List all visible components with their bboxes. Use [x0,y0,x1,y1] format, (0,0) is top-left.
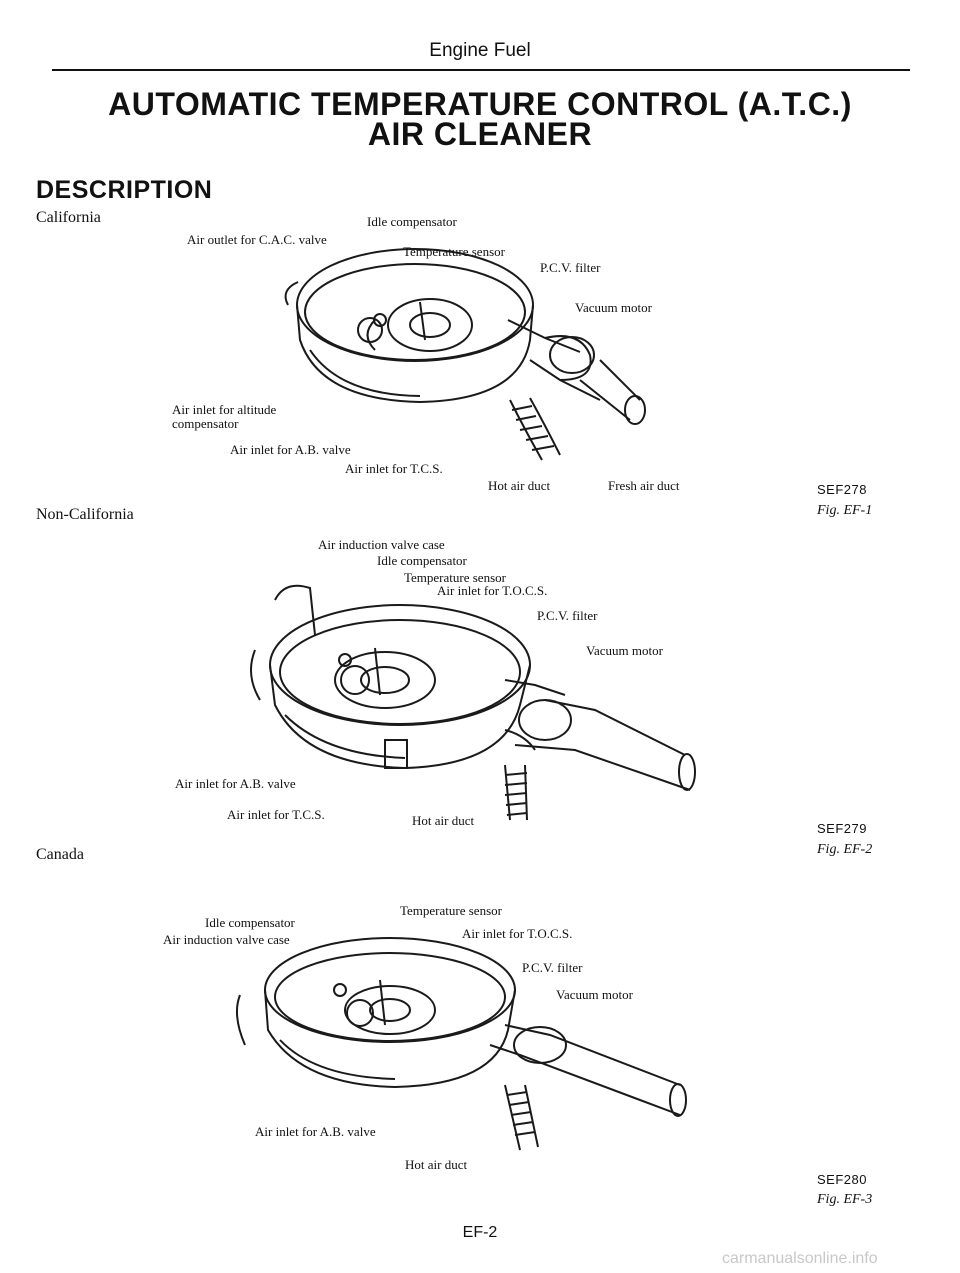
label-temperature-sensor: Temperature sensor [403,244,505,259]
air-cleaner-illustration-canada [235,937,687,1151]
figure-ref-ef3: Fig. EF-3 [817,1192,873,1207]
label-vacuum-motor: Vacuum motor [556,987,633,1002]
air-cleaner-illustration-non-california [250,584,696,821]
label-air-inlet-ab: Air inlet for A.B. valve [255,1124,376,1139]
air-cleaner-illustration-california [284,248,646,461]
label-vacuum-motor: Vacuum motor [575,300,652,315]
figure-code-sef280: SEF280 [817,1172,867,1187]
label-pcv-filter: P.C.V. filter [522,960,583,975]
label-air-inlet-tocs: Air inlet for T.O.C.S. [437,583,548,598]
label-air-induction-case: Air induction valve case [318,537,445,552]
label-air-inlet-altitude-2: compensator [172,416,239,431]
figure-code-sef278: SEF278 [817,482,867,497]
variant-label-canada: Canada [36,846,84,863]
page-title-line1: AUTOMATIC TEMPERATURE CONTROL (A.T.C.) [108,86,852,122]
label-fresh-air-duct: Fresh air duct [608,478,680,493]
label-idle-compensator: Idle compensator [377,553,467,568]
figure-code-sef279: SEF279 [817,821,867,836]
label-air-outlet-cac: Air outlet for C.A.C. valve [187,232,327,247]
figure-ref-ef1: Fig. EF-1 [817,503,873,518]
watermark: carmanualsonline.info [722,1250,878,1267]
label-air-induction-case: Air induction valve case [163,932,290,947]
label-vacuum-motor: Vacuum motor [586,643,663,658]
figure-ref-ef2: Fig. EF-2 [817,842,873,857]
running-head: Engine Fuel [429,40,531,61]
label-hot-air-duct: Hot air duct [412,813,475,828]
label-hot-air-duct: Hot air duct [488,478,551,493]
label-temperature-sensor: Temperature sensor [404,570,506,585]
section-title: DESCRIPTION [36,176,213,204]
header-rule [52,69,910,71]
label-air-inlet-altitude-1: Air inlet for altitude [172,402,277,417]
label-air-inlet-tcs: Air inlet for T.C.S. [227,807,325,822]
variant-label-california: California [36,209,101,226]
label-idle-compensator: Idle compensator [205,915,295,930]
label-air-inlet-ab: Air inlet for A.B. valve [175,776,296,791]
label-hot-air-duct: Hot air duct [405,1157,468,1172]
label-pcv-filter: P.C.V. filter [540,260,601,275]
label-pcv-filter: P.C.V. filter [537,608,598,623]
page-title-line2: AIR CLEANER [367,116,593,152]
label-air-inlet-tcs: Air inlet for T.C.S. [345,461,443,476]
label-air-inlet-ab: Air inlet for A.B. valve [230,442,351,457]
label-air-inlet-tocs: Air inlet for T.O.C.S. [462,926,573,941]
page-number: EF-2 [462,1224,498,1241]
variant-label-non-california: Non-California [36,506,134,523]
label-idle-compensator: Idle compensator [367,214,457,229]
label-temperature-sensor: Temperature sensor [400,903,502,918]
